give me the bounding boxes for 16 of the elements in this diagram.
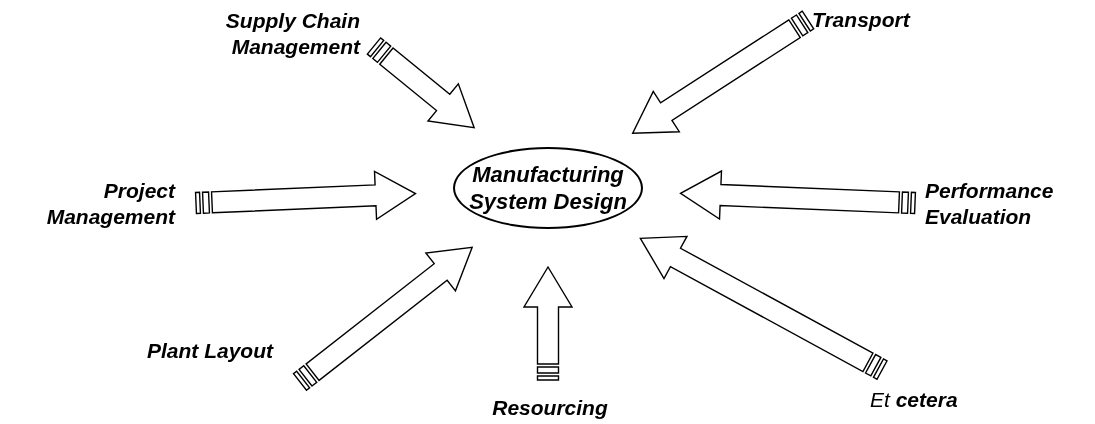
block-arrow (522, 265, 574, 381)
block-arrow (639, 235, 888, 381)
input-label: Project Management (46, 177, 175, 230)
input-label: Et cetera (870, 386, 958, 413)
block-arrow (292, 246, 474, 392)
input-label: Transport (812, 6, 910, 33)
input-label: Resourcing (492, 394, 608, 421)
ellipse-node (453, 147, 643, 229)
input-label: Plant Layout (147, 337, 273, 364)
input-label: Performance Evaluation (925, 177, 1055, 230)
block-arrow (366, 36, 476, 129)
block-arrow (194, 170, 417, 221)
block-arrow (679, 169, 917, 221)
block-arrow (631, 10, 815, 134)
input-label: Supply Chain Management (224, 7, 360, 60)
node-title: Manufacturing System Design (468, 160, 628, 216)
